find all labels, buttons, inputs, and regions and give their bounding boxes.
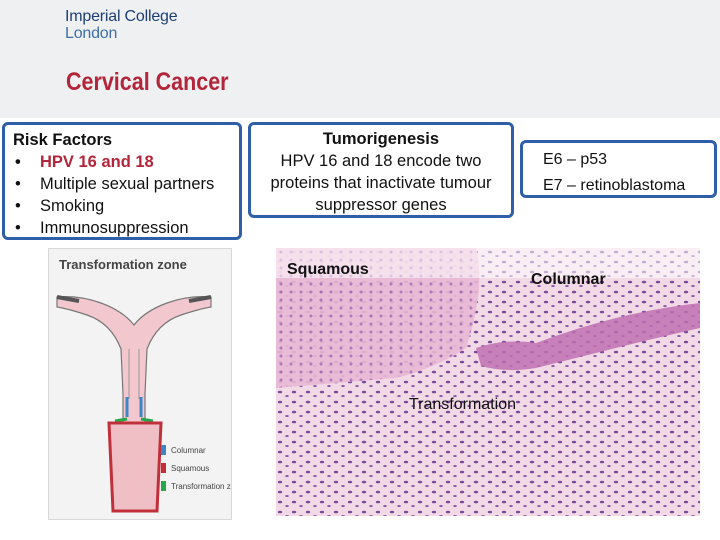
risk-factors-list: HPV 16 and 18 Multiple sexual partners S… [13, 151, 231, 239]
histology-micrograph [276, 248, 700, 516]
risk-factors-box: Risk Factors HPV 16 and 18 Multiple sexu… [2, 122, 242, 240]
legend-tz-swatch [161, 481, 166, 491]
legend-squamous-swatch [161, 463, 166, 473]
risk-factor-item: HPV 16 and 18 [13, 151, 231, 173]
squamous-label: Squamous [287, 261, 369, 278]
risk-factor-item: Smoking [13, 195, 231, 217]
risk-factors-heading: Risk Factors [13, 131, 113, 149]
cervical-canal [128, 349, 140, 399]
diagram-title: Transformation zone [59, 257, 187, 272]
legend-columnar-label: Columnar [171, 446, 206, 455]
tumorigenesis-box: Tumorigenesis HPV 16 and 18 encode two p… [248, 122, 514, 218]
columnar-label: Columnar [531, 271, 606, 288]
legend-tz-label: Transformation zone [171, 482, 231, 491]
tube-left [56, 295, 80, 303]
risk-factor-item: Multiple sexual partners [13, 173, 231, 195]
columnar-marker [125, 397, 143, 417]
e6-target: E6 – p53 [543, 151, 608, 168]
background-top [276, 248, 700, 278]
e7-target: E7 – retinoblastoma [543, 177, 686, 194]
vagina-shape [107, 421, 163, 513]
squamous-epithelium [276, 248, 480, 388]
tumorigenesis-line: suppressor genes [315, 196, 447, 214]
tube-right [188, 295, 212, 303]
transformation-zone-diagram: Transformation zone Columnar Squamous Tr… [48, 248, 245, 520]
logo-line-2: London [65, 25, 118, 42]
logo-line-1: Imperial College [65, 8, 178, 25]
cervix-diagram-svg: Transformation zone Columnar Squamous Tr… [56, 257, 245, 513]
oncoprotein-box: E6 – p53 E7 – retinoblastoma [520, 140, 717, 198]
tz-marker [114, 417, 154, 423]
slide-title: Cervical Cancer [66, 68, 229, 96]
legend-columnar-swatch [161, 445, 166, 455]
transformation-label: Transformation [409, 396, 516, 413]
tumorigenesis-line: HPV 16 and 18 encode two [280, 152, 482, 170]
risk-factor-item: Immunosuppression [13, 217, 231, 239]
tumorigenesis-heading: Tumorigenesis [322, 130, 440, 148]
tumorigenesis-line: proteins that inactivate tumour [270, 174, 492, 192]
slide-header: Imperial College London Cervical Cancer [0, 0, 720, 118]
uterus-shape [56, 296, 212, 428]
columnar-epithelium [476, 303, 700, 371]
institution-logo: Imperial College London [65, 8, 178, 42]
legend-squamous-label: Squamous [171, 464, 209, 473]
histology-svg [276, 248, 700, 516]
